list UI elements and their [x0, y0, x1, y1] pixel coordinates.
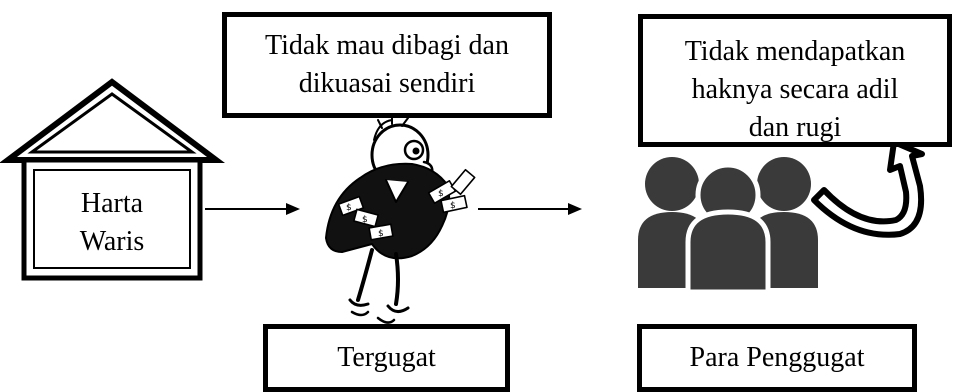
box-plaintiffs-label: Para Penggugat: [637, 324, 917, 392]
greedy-man-with-money-icon: $ $ $ $ $: [325, 113, 476, 324]
arrow-house-to-defendant: [205, 203, 300, 215]
curved-arrow-icon: [811, 139, 925, 238]
svg-text:$: $: [346, 203, 352, 213]
svg-text:$: $: [450, 201, 456, 211]
box-plaintiff-loss: Tidak mendapatkan haknya secara adil dan…: [638, 14, 952, 147]
arrow-defendant-to-plaintiffs: [478, 203, 582, 215]
svg-text:$: $: [378, 229, 384, 239]
house-icon: [0, 78, 225, 281]
house-label: Harta Waris: [79, 188, 145, 257]
svg-text:$: $: [362, 215, 368, 225]
box-defendant-label: Tergugat: [263, 324, 510, 392]
svg-text:$: $: [438, 189, 444, 199]
group-of-people-icon: [638, 157, 818, 295]
box-defendant-intent: Tidak mau dibagi dan dikuasai sendiri: [222, 12, 552, 118]
